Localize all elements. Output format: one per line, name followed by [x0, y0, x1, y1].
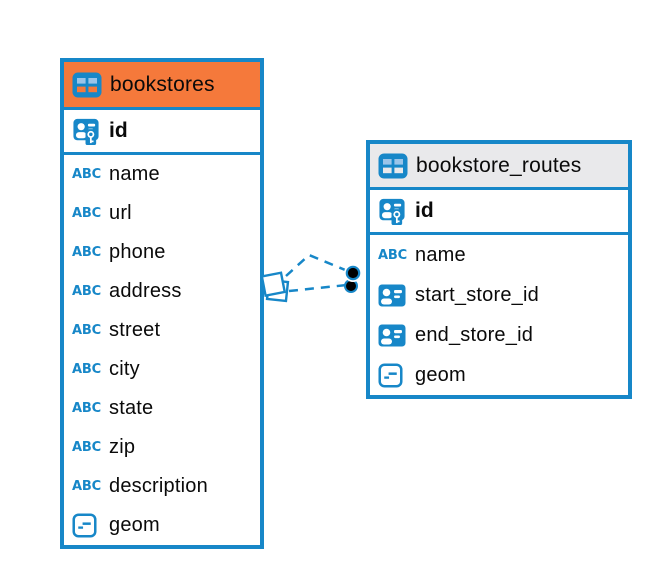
column-name: url: [109, 202, 132, 224]
column-name: zip: [109, 436, 136, 458]
column-name: city: [109, 358, 140, 380]
column-name: geom: [109, 514, 160, 536]
column-name: name: [109, 163, 160, 185]
column-row[interactable]: ABC state: [64, 389, 260, 428]
text-type-icon: ABC: [72, 479, 101, 494]
column-name: description: [109, 475, 208, 497]
table-bookstores[interactable]: bookstores id ABC: [60, 58, 264, 549]
column-name: street: [109, 319, 161, 341]
dot-end-marker: [344, 264, 362, 293]
table-bookstores-columns: ABC name ABC url ABC phone ABC address A…: [64, 155, 260, 545]
primary-key-name: id: [109, 119, 128, 142]
text-type-icon: ABC: [72, 401, 101, 416]
table-bookstores-header[interactable]: bookstores: [64, 62, 260, 110]
text-type-icon: ABC: [72, 167, 101, 182]
column-row[interactable]: geom: [370, 355, 628, 395]
column-row[interactable]: ABC address: [64, 272, 260, 311]
column-name: end_store_id: [415, 323, 534, 346]
geometry-type-icon: [378, 362, 408, 388]
column-name: phone: [109, 241, 166, 263]
column-row[interactable]: end_store_id: [370, 315, 628, 355]
table-bookstore-routes[interactable]: bookstore_routes id ABC: [366, 140, 632, 399]
primary-key-icon: [72, 117, 102, 146]
geometry-type-icon: [72, 513, 102, 538]
column-row[interactable]: ABC zip: [64, 428, 260, 467]
text-type-icon: ABC: [72, 362, 101, 377]
column-name: state: [109, 397, 154, 419]
table-title: bookstores: [110, 72, 215, 96]
table-title: bookstore_routes: [416, 153, 582, 177]
column-row[interactable]: ABC url: [64, 194, 260, 233]
text-type-icon: ABC: [378, 247, 407, 263]
table-bookstore-routes-columns: ABC name start_store_id: [370, 235, 628, 395]
column-row[interactable]: geom: [64, 506, 260, 545]
primary-key-name: id: [415, 199, 434, 222]
column-row[interactable]: ABC name: [64, 155, 260, 194]
column-row[interactable]: start_store_id: [370, 275, 628, 315]
text-type-icon: ABC: [72, 323, 101, 338]
text-type-icon: ABC: [72, 245, 101, 260]
text-type-icon: ABC: [72, 440, 101, 455]
column-row[interactable]: ABC phone: [64, 233, 260, 272]
table-bookstore-routes-header[interactable]: bookstore_routes: [370, 144, 628, 190]
primary-key-row[interactable]: id: [370, 190, 628, 235]
table-icon: [72, 72, 102, 97]
column-row[interactable]: ABC name: [370, 235, 628, 275]
table-icon: [378, 153, 408, 178]
relationship-line[interactable]: [285, 253, 351, 277]
column-row[interactable]: ABC description: [64, 467, 260, 506]
reference-column-icon: [378, 284, 408, 307]
column-name: start_store_id: [415, 283, 539, 306]
diamond-end-marker: [260, 271, 290, 303]
text-type-icon: ABC: [72, 206, 101, 221]
reference-column-icon: [378, 324, 408, 347]
primary-key-icon: [378, 197, 408, 226]
text-type-icon: ABC: [72, 284, 101, 299]
column-name: name: [415, 243, 466, 266]
column-row[interactable]: ABC city: [64, 350, 260, 389]
relationship-line[interactable]: [288, 283, 348, 293]
column-name: address: [109, 280, 182, 302]
column-row[interactable]: ABC street: [64, 311, 260, 350]
column-name: geom: [415, 363, 466, 386]
primary-key-row[interactable]: id: [64, 110, 260, 155]
